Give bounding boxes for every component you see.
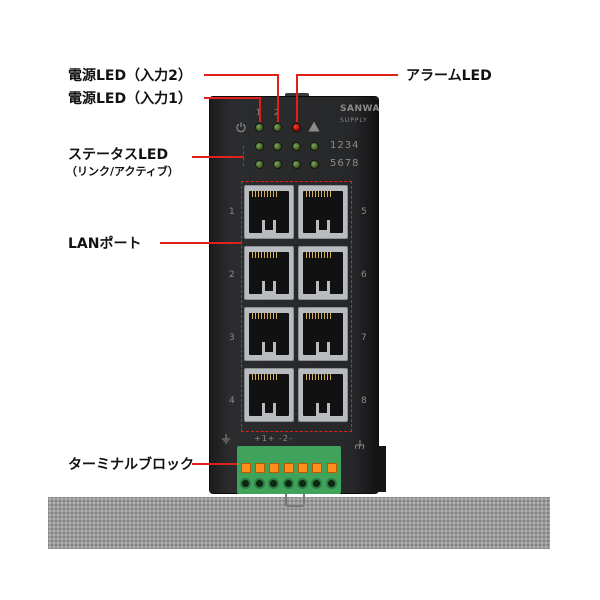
- leader-lan-port: [160, 242, 242, 244]
- frame-ground-icon: [355, 440, 365, 450]
- status-numbers-bottom: 5678: [330, 158, 360, 169]
- status-numbers-top: 1234: [330, 140, 360, 151]
- din-rail: [378, 446, 386, 492]
- alarm-led: [293, 124, 300, 131]
- port-number-3: 3: [229, 333, 235, 343]
- brand-sub: SUPPLY: [340, 117, 368, 124]
- status-led-5: [256, 161, 263, 168]
- lan-port-highlight-frame: [241, 181, 352, 432]
- leader-alarm-led-v: [296, 74, 298, 122]
- din-clip: [285, 493, 305, 507]
- port-number-2: 2: [229, 270, 235, 280]
- ground-icon: [222, 434, 230, 444]
- status-led-2: [274, 143, 281, 150]
- port-number-7: 7: [361, 333, 367, 343]
- status-led-7: [293, 161, 300, 168]
- lan-port-5[interactable]: [298, 185, 348, 239]
- terminal-polarity-label: +1+ -2-: [254, 434, 293, 443]
- port-number-4: 4: [229, 396, 235, 406]
- callout-status-led: ステータスLED: [68, 147, 169, 163]
- callout-terminal-block: ターミナルブロック: [68, 457, 194, 473]
- leader-status-led-bracket: [243, 146, 244, 166]
- leader-power-led-1-h: [204, 97, 260, 99]
- power-icon: [236, 122, 246, 133]
- lan-port-2[interactable]: [244, 246, 294, 300]
- callout-power-led-1: 電源LED（入力1）: [68, 91, 192, 107]
- status-led-3: [293, 143, 300, 150]
- lan-port-3[interactable]: [244, 307, 294, 361]
- port-number-5: 5: [361, 207, 367, 217]
- port-number-8: 8: [361, 396, 367, 406]
- power-led-number-1: 1: [256, 108, 261, 117]
- leader-terminal-block: [192, 463, 237, 465]
- power-led-number-2: 2: [274, 108, 279, 117]
- status-led-1: [256, 143, 263, 150]
- callout-lan-port: LANポート: [68, 236, 142, 252]
- warning-triangle-icon: [308, 121, 320, 132]
- leader-power-led-2-h: [204, 74, 278, 76]
- callout-status-led-sub: （リンク/アクティブ）: [66, 165, 179, 178]
- port-number-1: 1: [229, 207, 235, 217]
- status-led-4: [311, 143, 318, 150]
- leader-power-led-2-v: [277, 74, 279, 122]
- status-led-6: [274, 161, 281, 168]
- leader-power-led-1-v: [259, 97, 261, 122]
- port-number-6: 6: [361, 270, 367, 280]
- status-led-8: [311, 161, 318, 168]
- lan-port-8[interactable]: [298, 368, 348, 422]
- power-led-1: [256, 124, 263, 131]
- callout-power-led-2: 電源LED（入力2）: [68, 68, 192, 84]
- terminal-block[interactable]: [237, 446, 341, 494]
- lan-port-1[interactable]: [244, 185, 294, 239]
- leader-alarm-led-h: [296, 74, 398, 76]
- power-led-2: [274, 124, 281, 131]
- lan-port-6[interactable]: [298, 246, 348, 300]
- callout-alarm-led: アラームLED: [406, 68, 492, 84]
- brand-logo: SANWA: [340, 104, 380, 114]
- lan-port-4[interactable]: [244, 368, 294, 422]
- lan-port-7[interactable]: [298, 307, 348, 361]
- leader-status-led: [192, 156, 244, 158]
